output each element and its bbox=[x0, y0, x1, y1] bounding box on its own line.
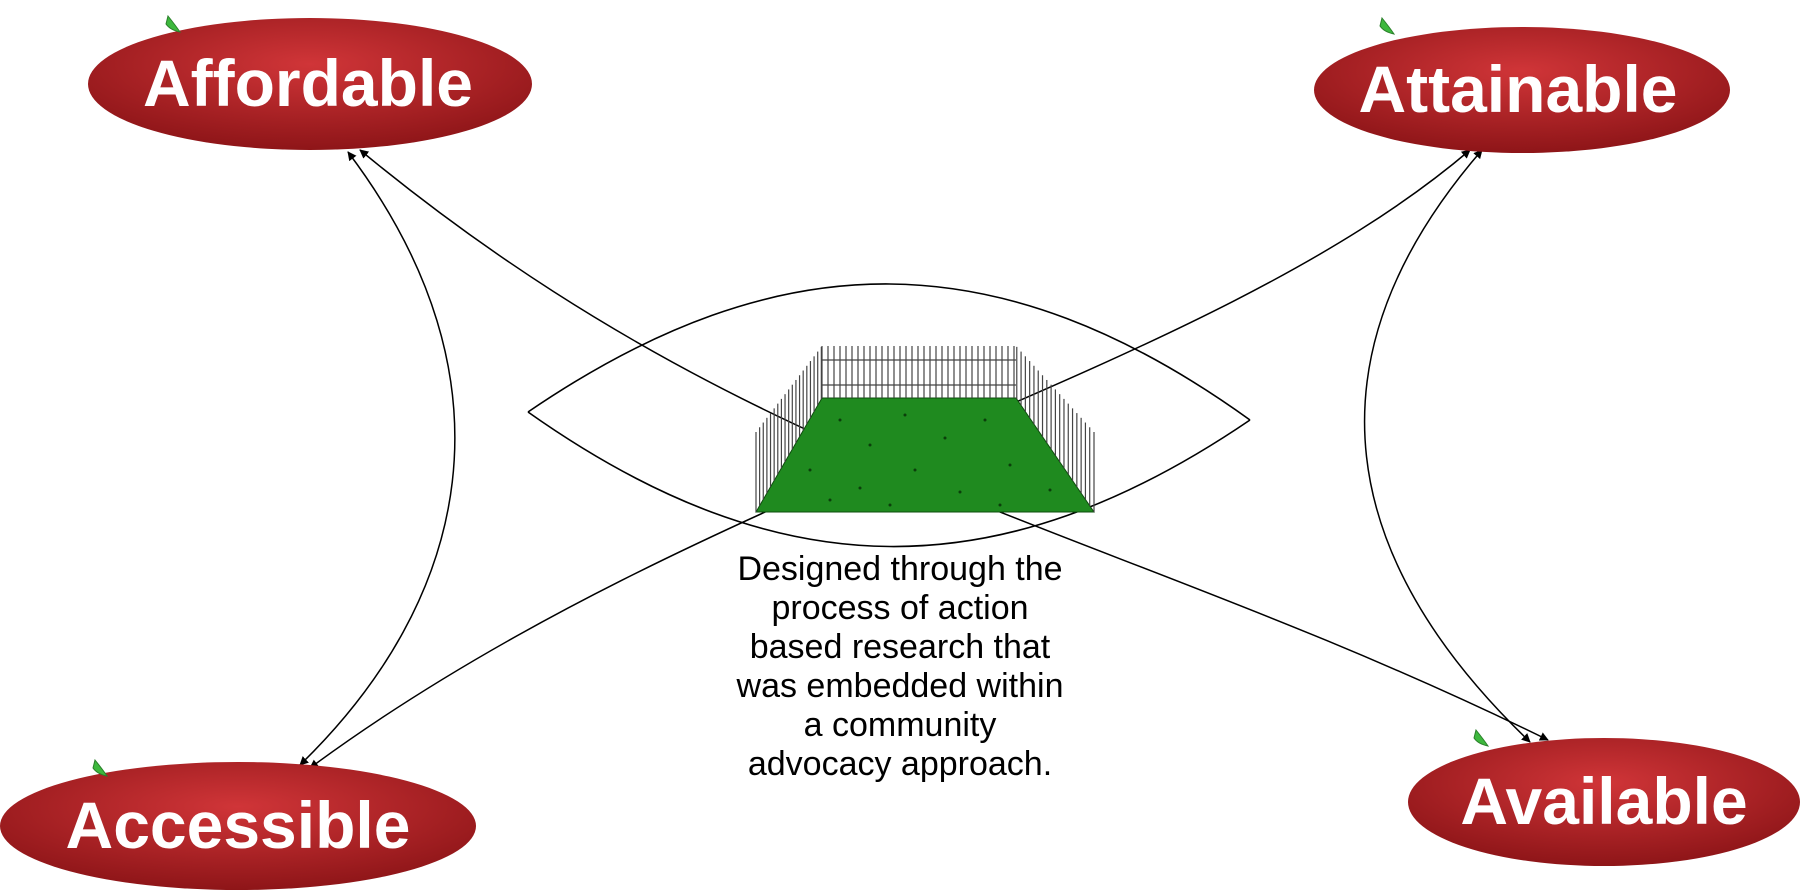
grass-dot bbox=[983, 418, 987, 422]
grass-dot bbox=[1048, 488, 1052, 492]
grass-dot bbox=[1008, 463, 1012, 467]
grass-dot bbox=[943, 436, 947, 440]
node-attainable: Attainable bbox=[1314, 16, 1730, 153]
leaf-icon bbox=[165, 14, 182, 33]
caption-line: based research that bbox=[749, 628, 1051, 666]
node-available: Available bbox=[1408, 728, 1800, 866]
grass-dot bbox=[998, 503, 1002, 507]
node-label-affordable: Affordable bbox=[143, 46, 473, 120]
leaf-icon bbox=[1379, 16, 1396, 35]
grass-dot bbox=[903, 413, 907, 417]
arrow-attainable-available bbox=[1363, 149, 1531, 743]
grass-dot bbox=[828, 498, 832, 502]
caption-line: process of action bbox=[771, 589, 1029, 627]
grass-dot bbox=[858, 486, 862, 490]
node-affordable: Affordable bbox=[88, 14, 532, 150]
caption-line: advocacy approach. bbox=[747, 745, 1053, 783]
caption-line: a community bbox=[803, 706, 997, 744]
caption-line: was embedded within bbox=[736, 667, 1064, 705]
grass-dot bbox=[958, 490, 962, 494]
leaf-icon bbox=[92, 758, 109, 777]
grass-dot bbox=[913, 468, 917, 472]
caption-text: Designed through the process of action b… bbox=[700, 550, 1100, 784]
central-lens bbox=[527, 283, 1251, 548]
grass-dot bbox=[808, 468, 812, 472]
arrow-affordable-accessible bbox=[299, 151, 456, 766]
leaf-icon bbox=[1473, 728, 1490, 747]
fenced-garden-icon bbox=[755, 346, 1095, 513]
grass-dot bbox=[868, 443, 872, 447]
grass-dot bbox=[888, 503, 892, 507]
caption-line: Designed through the bbox=[737, 550, 1063, 588]
node-label-available: Available bbox=[1460, 764, 1747, 838]
grass-dot bbox=[838, 418, 842, 422]
node-label-accessible: Accessible bbox=[66, 788, 411, 862]
node-accessible: Accessible bbox=[0, 758, 476, 890]
node-label-attainable: Attainable bbox=[1358, 52, 1677, 126]
